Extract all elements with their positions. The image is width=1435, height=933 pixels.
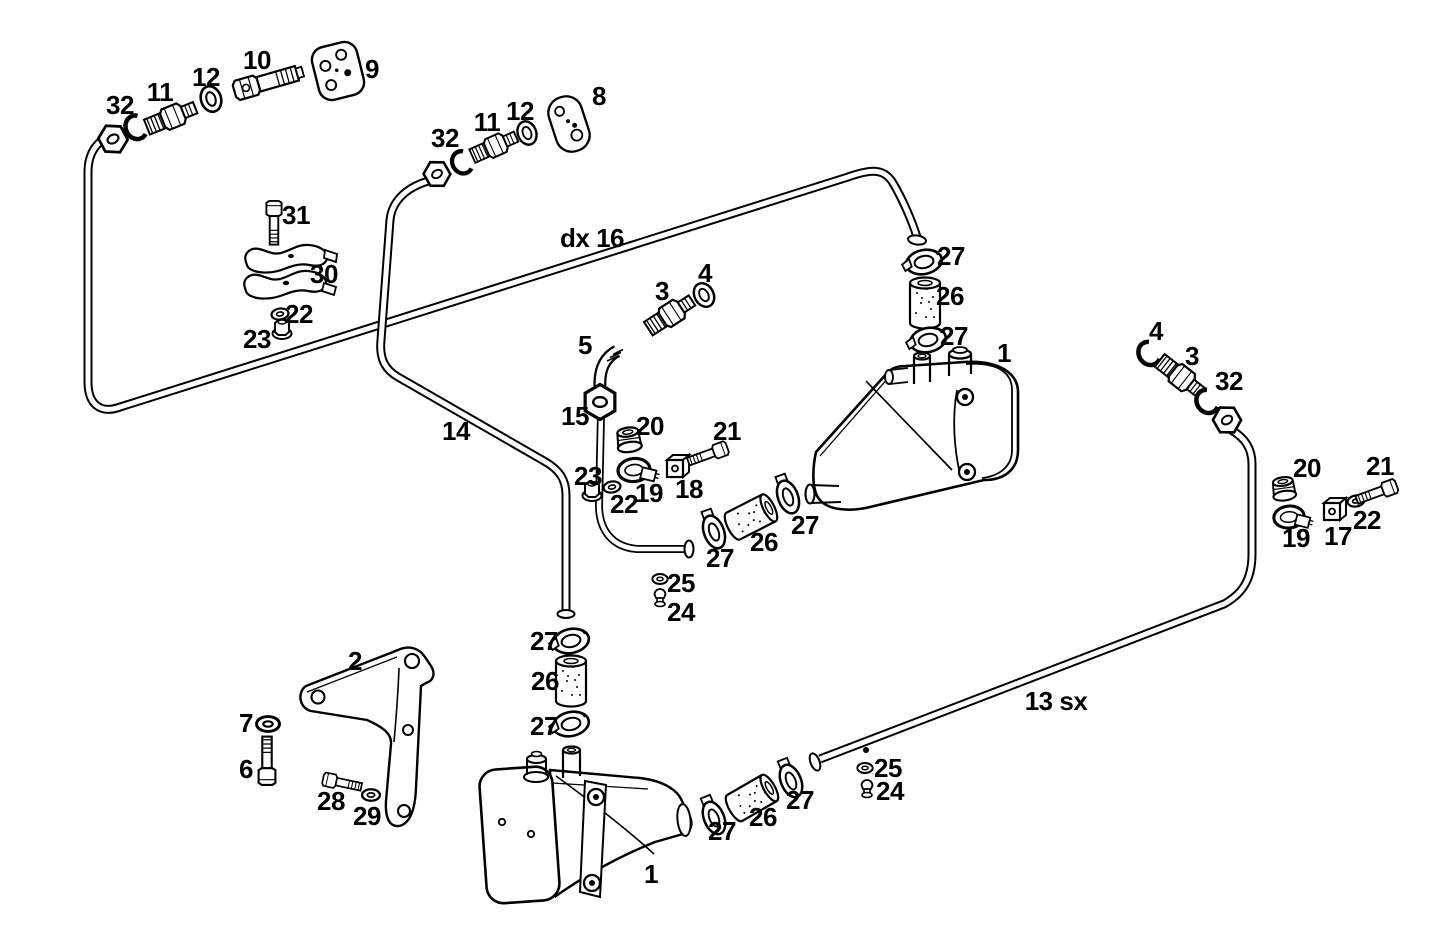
hose-26 — [554, 654, 588, 708]
nut-23 — [271, 319, 293, 340]
seal-ring-32 — [448, 150, 472, 177]
tank-right — [804, 346, 1020, 511]
clip-17 — [1322, 496, 1348, 522]
fitting-cluster-top-middle — [418, 95, 591, 193]
pipe-14 — [376, 175, 576, 619]
washer-12 — [196, 82, 226, 116]
bolt-28 — [320, 771, 364, 795]
plate-9 — [310, 40, 366, 102]
clamp-30-group — [243, 199, 338, 340]
grommet-20 — [614, 424, 644, 455]
hose-clamp-27 — [545, 624, 593, 659]
bolt-21 — [1353, 477, 1400, 508]
washer-25 — [856, 762, 874, 774]
hose-clamp-27 — [898, 245, 946, 280]
tank-left-cap — [522, 750, 550, 784]
stack-bottom-tank — [545, 624, 593, 742]
union-fitting-11 — [141, 96, 201, 139]
fitting-cluster-top-left — [93, 40, 366, 160]
washer-12 — [513, 117, 541, 149]
bracket-2 — [299, 646, 435, 828]
pipe-tab — [863, 747, 869, 753]
stack-right-tank — [898, 245, 950, 358]
fitting-cluster-center — [581, 278, 731, 608]
fitting-cluster-right — [1134, 340, 1400, 535]
pipe-center-run — [594, 413, 695, 559]
bracket-2-group — [255, 646, 435, 828]
grommet-20 — [1269, 474, 1298, 503]
tank-right-stub — [884, 367, 909, 385]
nut-23 — [581, 481, 603, 502]
plug-24 — [653, 588, 667, 608]
tank-left-filler-tube — [561, 745, 582, 778]
hose-26 — [720, 490, 782, 544]
pipe-13-sx — [808, 426, 1257, 772]
washer-25 — [651, 573, 669, 585]
hose-26 — [908, 276, 942, 330]
hollow-bolt-10 — [231, 64, 306, 102]
tank-right-stack-tube — [912, 351, 932, 384]
bolt-6 — [257, 735, 277, 786]
hose-26 — [721, 771, 783, 825]
washer-29 — [360, 788, 382, 802]
plug-24 — [860, 779, 874, 799]
tank-left — [478, 745, 693, 905]
union-fitting-3 — [641, 290, 700, 340]
run-right-tank — [695, 470, 805, 553]
pipe-16-dx — [83, 129, 927, 414]
hose-clamp-19 — [1271, 502, 1317, 535]
washer-7 — [255, 715, 281, 733]
bolt-31 — [265, 199, 283, 246]
clip-18 — [665, 453, 691, 479]
washer-22 — [601, 479, 623, 495]
run-bottom-tank — [694, 754, 874, 839]
plate-8 — [547, 95, 591, 153]
hose-clamp-27 — [545, 707, 593, 742]
tank-right-filler-cap — [947, 346, 973, 376]
washer-22 — [269, 306, 291, 322]
hose-clamp-27 — [694, 791, 731, 839]
clamp-half-upper-30 — [244, 243, 329, 274]
bolt-21 — [684, 439, 731, 470]
tank-right-spout — [804, 483, 842, 505]
hose-clamp-19 — [615, 454, 663, 488]
union-fitting-11 — [467, 126, 522, 167]
tube-nut-15 — [583, 382, 617, 422]
hose-clamp-27 — [902, 323, 950, 358]
